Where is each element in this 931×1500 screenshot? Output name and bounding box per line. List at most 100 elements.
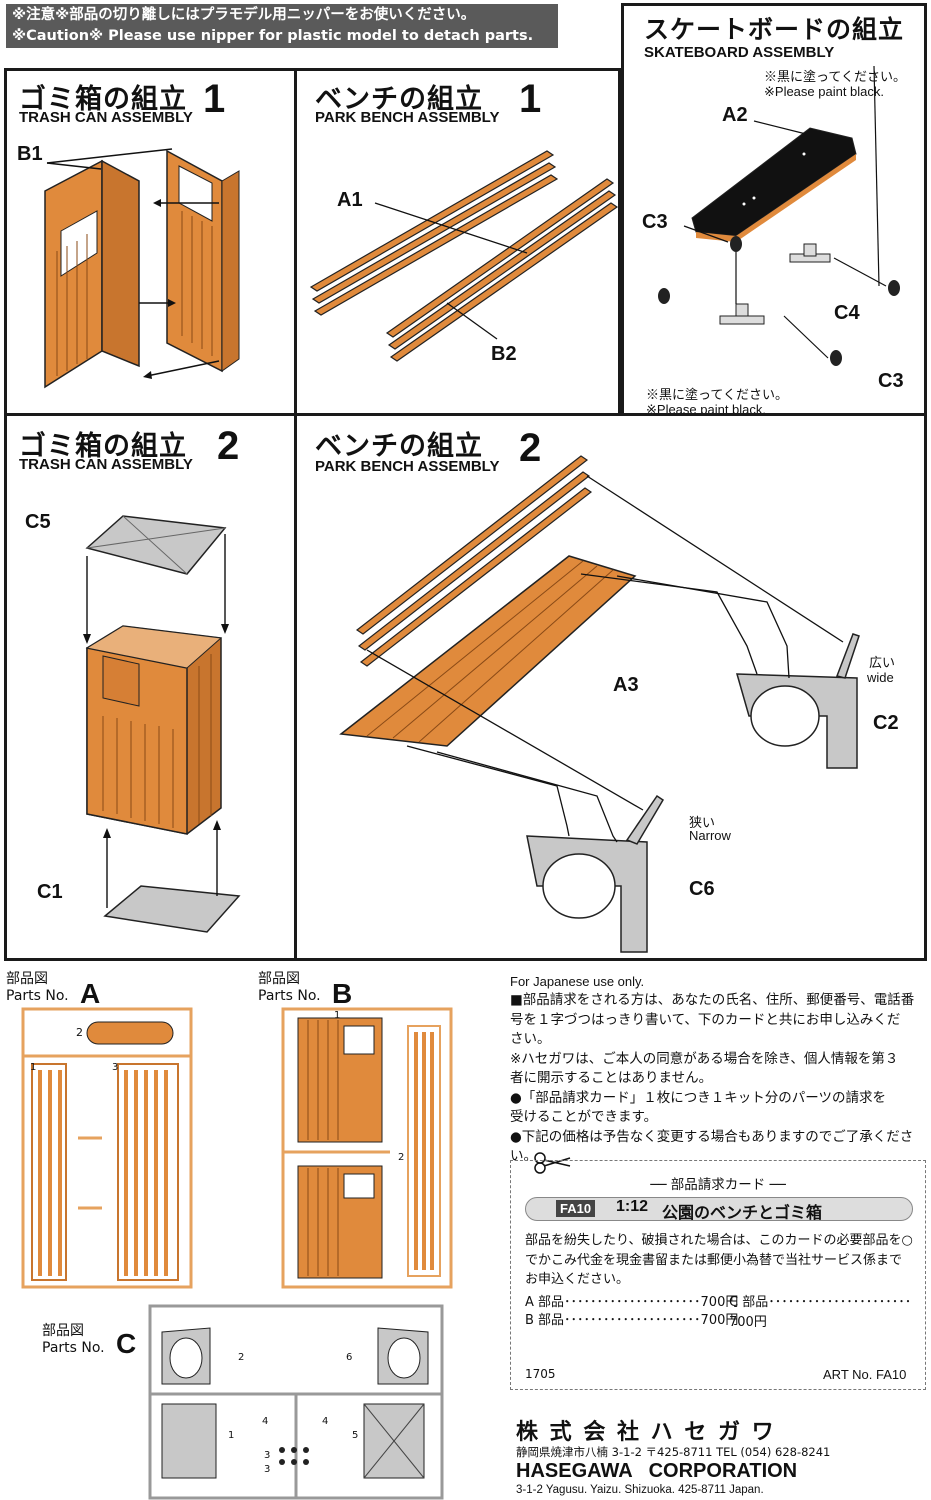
step-number: 2: [519, 426, 542, 470]
sprue-c-num-6: 6: [346, 1352, 353, 1363]
parts-c-label-en: Parts No.: [42, 1340, 105, 1356]
card-scale: 1:12: [616, 1198, 649, 1215]
skateboard-drawing: [658, 65, 900, 366]
card-desc-line: 部品を紛失したり、破損された場合は、このカードの必要部品を○: [525, 1233, 913, 1248]
parts-a-label-en: Parts No.: [6, 988, 69, 1004]
panel-bench-1: ベンチの組立 PARK BENCH ASSEMBLY 1 A1 B2: [294, 68, 621, 416]
parts-a-letter: A: [80, 978, 101, 1009]
order-line: 受けることができます。: [510, 1109, 658, 1125]
card-description: 部品を紛失したり、破損された場合は、このカードの必要部品を○ でかこみ代金を現金…: [525, 1231, 925, 1290]
panel-title-en: PARK BENCH ASSEMBLY: [315, 109, 500, 126]
panel-title-jp: スケートボードの組立: [644, 15, 905, 44]
order-line: 者に開示することはありません。: [510, 1070, 713, 1086]
parts-b-label-jp: 部品図: [258, 971, 300, 987]
card-product-bar: FA10 1:12 公園のベンチとゴミ箱: [525, 1197, 913, 1222]
panel-title-jp: ベンチの組立: [315, 84, 483, 115]
wide-label-en: wide: [867, 670, 894, 685]
order-line: 号を１字づつはっきり書いて、下のカードと共にお申し込みくだ: [510, 1011, 901, 1028]
panel-trash-can-1: ゴミ箱の組立 TRASH CAN ASSEMBLY 1 B1: [4, 68, 297, 416]
caution-en: ※Caution※ Please use nipper for plastic …: [12, 28, 534, 44]
panel-title-jp: ゴミ箱の組立: [19, 84, 187, 115]
panel-title-en: TRASH CAN ASSEMBLY: [19, 109, 193, 126]
caution-banner: ※注意※部品の切り離しにはプラモデル用ニッパーをお使いください。 ※Cautio…: [6, 4, 558, 48]
wide-label-jp: 広い: [869, 655, 896, 670]
company-name-en: HASEGAWA CORPORATION: [516, 1460, 798, 1482]
part-label-c5: C5: [25, 511, 51, 533]
sprue-a-drawing: [21, 1007, 193, 1289]
panel-trash-can-2: ゴミ箱の組立 TRASH CAN ASSEMBLY 2 C5 C1: [4, 413, 297, 961]
panel-bench-2: ベンチの組立 PARK BENCH ASSEMBLY 2 A3 C2 C6 広い…: [294, 413, 927, 961]
part-label-c3: C3: [878, 370, 904, 392]
price-b: B 部品･････････････････････700円: [525, 1313, 739, 1328]
caution-jp: ※注意※部品の切り離しにはプラモデル用ニッパーをお使いください。: [12, 7, 476, 23]
company-address-jp: 静岡県焼津市八楠 3-1-2 〒425-8711 TEL (054) 628-8…: [516, 1445, 831, 1459]
sprue-b-drawing: [281, 1007, 453, 1289]
card-product: 公園のベンチとゴミ箱: [662, 1203, 823, 1222]
part-label-c3: C3: [642, 211, 668, 233]
sprue-c-num-3a: 3: [264, 1450, 271, 1461]
part-label-b2: B2: [491, 343, 517, 365]
panel-skateboard: スケートボードの組立 SKATEBOARD ASSEMBLY ※黒に塗ってくださ…: [621, 3, 927, 428]
sprue-c-num-4b: 4: [322, 1416, 329, 1427]
parts-a-label-jp: 部品図: [6, 971, 48, 987]
sprue-c-num-4a: 4: [262, 1416, 269, 1427]
step-number: 2: [217, 424, 240, 468]
order-line: さい。: [510, 1031, 551, 1047]
trash-can-exploded-drawing: [44, 148, 240, 389]
parts-c-letter: C: [116, 1328, 137, 1359]
card-title: ── 部品請求カード ──: [650, 1177, 786, 1193]
paint-note-bottom-jp: ※黒に塗ってください。: [646, 387, 788, 402]
order-instructions: ■部品請求をされる方は、あなたの氏名、住所、郵便番号、電話番 号を１字づつはっき…: [510, 991, 926, 1167]
part-label-c2: C2: [873, 712, 899, 734]
sprue-c-num-5: 5: [352, 1430, 359, 1441]
sprue-b-num-2: 2: [398, 1152, 405, 1163]
sprue-b-num-1: 1: [334, 1010, 341, 1021]
part-label-c4: C4: [834, 302, 860, 324]
order-line: ●下記の価格は予告なく変更する場合もありますのでご了承くださ: [510, 1128, 914, 1145]
order-heading: For Japanese use only.: [510, 974, 645, 989]
bench-slats-drawing: [309, 150, 619, 362]
sprue-c-num-2: 2: [238, 1352, 245, 1363]
part-label-c1: C1: [37, 881, 63, 903]
order-line: ※ハセガワは、ご本人の同意がある場合を除き、個人情報を第３: [510, 1050, 899, 1067]
part-label-a1: A1: [337, 189, 363, 211]
card-code: FA10: [556, 1200, 596, 1217]
bench-assembly-drawing: [339, 455, 860, 953]
panel-title-jp: ベンチの組立: [315, 431, 483, 462]
narrow-label-jp: 狭い: [689, 815, 716, 830]
paint-note-top-en: ※Please paint black.: [764, 84, 885, 99]
card-desc-line: でかこみ代金を現金書留または郵便小為替で当社サービス係まで: [525, 1252, 903, 1268]
scissors-icon: [534, 1152, 571, 1174]
part-label-a3: A3: [613, 674, 639, 696]
card-art-no: ART No. FA10: [823, 1367, 907, 1382]
panel-title-jp: ゴミ箱の組立: [19, 431, 187, 462]
parts-c-label-jp: 部品図: [42, 1323, 84, 1339]
panel-title-en: TRASH CAN ASSEMBLY: [19, 456, 193, 473]
step-number: 1: [519, 77, 542, 121]
sprue-c-num-3b: 3: [264, 1464, 271, 1475]
panel-title-en: PARK BENCH ASSEMBLY: [315, 458, 500, 475]
price-c: C 部品･･････････････････････700円: [729, 1295, 912, 1330]
narrow-label-en: Narrow: [689, 828, 731, 843]
trash-can-assembly-drawing: [83, 515, 241, 933]
price-a: A 部品･････････････････････700円: [525, 1295, 739, 1310]
parts-b-label-en: Parts No.: [258, 988, 321, 1004]
order-line: ■部品請求をされる方は、あなたの氏名、住所、郵便番号、電話番: [510, 992, 915, 1008]
order-line: ●「部品請求カード」１枚につき１キット分のパーツの請求を: [510, 1089, 887, 1106]
card-desc-line: お申込ください。: [525, 1272, 630, 1287]
company-name-jp: 株 式 会 社 ハ セ ガ ワ: [516, 1420, 776, 1445]
sprue-a-num-3: 3: [112, 1062, 119, 1073]
sprue-c-drawing: [148, 1304, 444, 1500]
sprue-c-num-1: 1: [228, 1430, 235, 1441]
sprue-a-num-2: 2: [76, 1026, 83, 1039]
parts-b-letter: B: [332, 978, 353, 1009]
step-number: 1: [203, 77, 226, 121]
panel-title-en: SKATEBOARD ASSEMBLY: [644, 44, 835, 61]
part-label-a2: A2: [722, 104, 748, 126]
company-address-en: 3-1-2 Yagusu. Yaizu. Shizuoka. 425-8711 …: [516, 1484, 764, 1496]
parts-order-card: ── 部品請求カード ── FA10 1:12 公園のベンチとゴミ箱 部品を紛失…: [510, 1160, 926, 1390]
part-label-c6: C6: [689, 878, 715, 900]
sprue-a-num-1: 1: [30, 1062, 37, 1073]
paint-note-top-jp: ※黒に塗ってください。: [764, 69, 906, 84]
card-code-left: 1705: [525, 1367, 556, 1381]
